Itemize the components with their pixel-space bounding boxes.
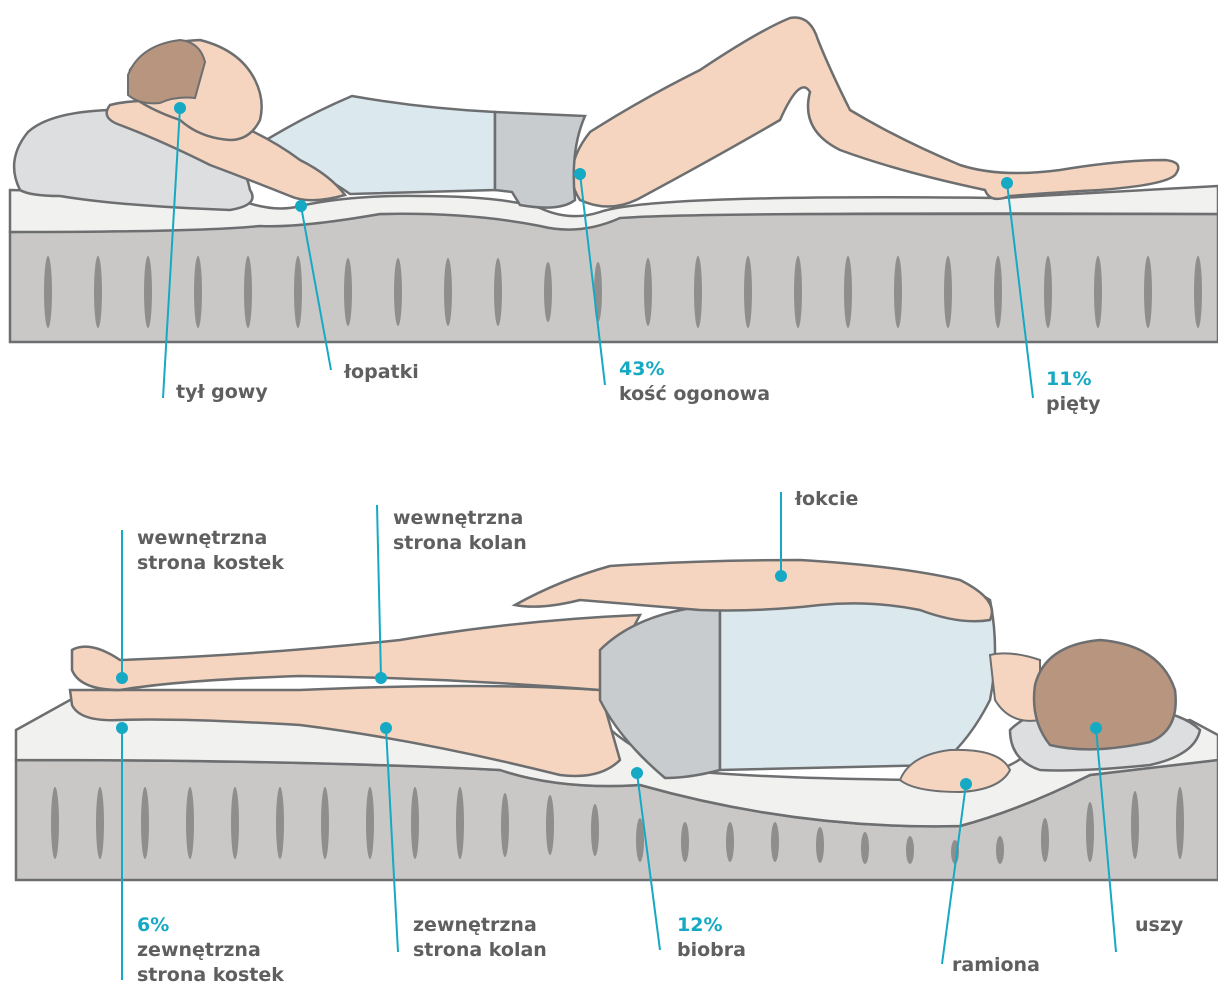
label-tailbone-percent: 43% <box>619 357 770 382</box>
label-heels-text: pięty <box>1046 392 1100 417</box>
label-elbows: łokcie <box>795 487 858 512</box>
label-outer-knees-line2: strona kolan <box>413 938 547 963</box>
legs-back-position <box>572 17 1178 206</box>
label-outer-ankles: 6% zewnętrzna strona kostek <box>137 913 284 988</box>
label-inner-knees: wewnętrzna strona kolan <box>393 506 527 556</box>
label-hips: 12% biobra <box>677 913 746 963</box>
label-head-text: tył gowy <box>176 380 268 405</box>
label-outer-ankles-line2: strona kostek <box>137 963 284 988</box>
label-outer-ankles-percent: 6% <box>137 913 284 938</box>
label-elbows-text: łokcie <box>795 487 858 512</box>
label-heels: 11% pięty <box>1046 367 1100 417</box>
label-heels-percent: 11% <box>1046 367 1100 392</box>
mattress-body-top-scene <box>10 214 1218 343</box>
label-shoulder-blades: łopatki <box>344 360 419 385</box>
hair-side-position <box>1034 640 1176 749</box>
upper-leg-side-position <box>72 615 640 690</box>
label-outer-knees-line1: zewnętrzna <box>413 913 547 938</box>
label-head: tył gowy <box>176 380 268 405</box>
label-shoulders-text: ramiona <box>952 953 1040 978</box>
label-hips-percent: 12% <box>677 913 746 938</box>
label-tailbone-text: kość ogonowa <box>619 382 770 407</box>
label-shoulder-blades-text: łopatki <box>344 360 419 385</box>
label-inner-ankles-line2: strona kostek <box>137 551 284 576</box>
label-hips-text: biobra <box>677 938 746 963</box>
side-position-scene <box>16 560 1218 880</box>
label-inner-ankles-line1: wewnętrzna <box>137 526 284 551</box>
neck-side-position <box>990 653 1040 721</box>
label-shoulders: ramiona <box>952 953 1040 978</box>
hair-back-position <box>128 40 205 103</box>
label-ears-text: uszy <box>1135 913 1183 938</box>
shorts-back-position <box>495 112 585 208</box>
label-tailbone: 43% kość ogonowa <box>619 357 770 407</box>
label-outer-knees: zewnętrzna strona kolan <box>413 913 547 963</box>
label-inner-ankles: wewnętrzna strona kostek <box>137 526 284 576</box>
label-outer-ankles-line1: zewnętrzna <box>137 938 284 963</box>
back-position-scene <box>10 17 1218 342</box>
label-ears: uszy <box>1135 913 1183 938</box>
label-inner-knees-line1: wewnętrzna <box>393 506 527 531</box>
label-inner-knees-line2: strona kolan <box>393 531 527 556</box>
